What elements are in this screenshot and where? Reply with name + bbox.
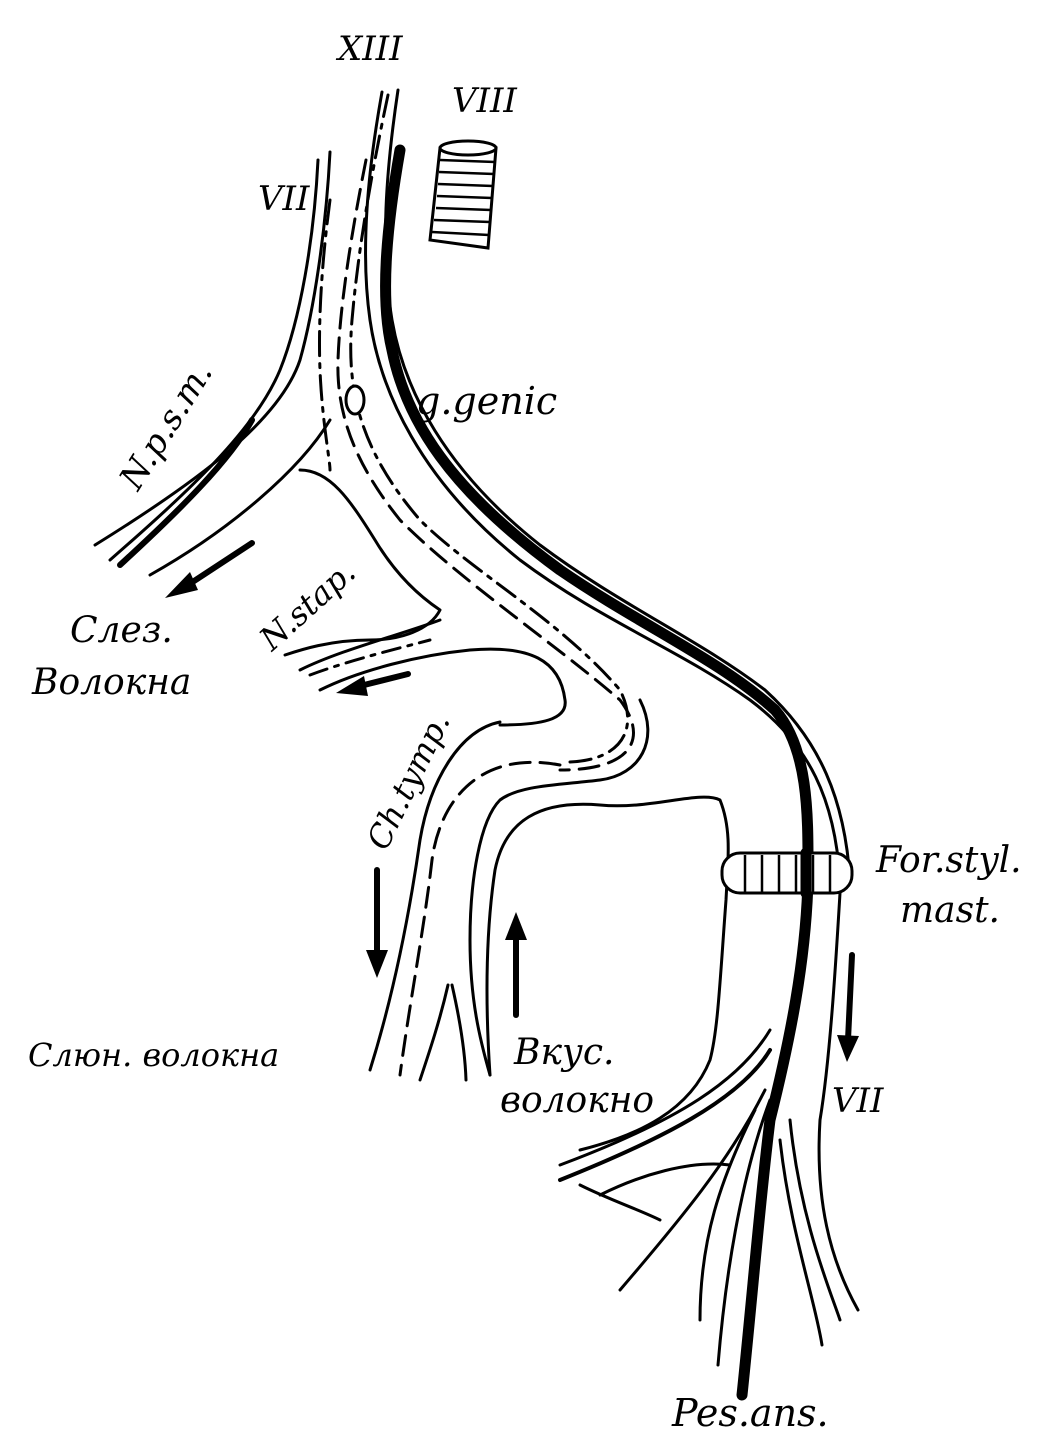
motor-arrow — [837, 952, 859, 1062]
secretory-fibers — [318, 93, 635, 1077]
taste-fiber-loop — [485, 795, 730, 1152]
label-n-stap: N.stap. — [251, 553, 363, 659]
label-n-psm: N.p.s.m. — [111, 355, 221, 498]
labels: XIII VIII VII N.p.s.m. g.genic Слез. Вол… — [28, 29, 1022, 1435]
label-taste-fiber-line2: волокно — [500, 1080, 654, 1121]
label-nerve-vii-top: VII — [258, 179, 310, 219]
motor-fiber — [380, 144, 814, 1401]
chorda-tympani — [368, 698, 650, 1082]
label-pes-anserinus: Pes.ans. — [671, 1391, 829, 1435]
n-psm-branch — [108, 158, 332, 577]
label-nerve-vii-bottom: VII — [832, 1081, 884, 1121]
salivary-arrow — [366, 867, 388, 978]
label-stylomastoid-foramen-line1: For.styl. — [875, 840, 1022, 881]
label-taste-fiber-line1: Вкус. — [513, 1032, 614, 1073]
n-stap-loop — [283, 468, 567, 727]
stylomastoid-foramen-ring — [720, 847, 854, 899]
taste-arrow — [505, 912, 527, 1018]
label-nerve-viii: VIII — [452, 81, 517, 121]
label-salivary-fibers: Слюн. волокна — [28, 1036, 279, 1074]
label-lacrimal-fibers-line2: Волокна — [31, 662, 191, 703]
label-chorda-tympani: Ch.tymp. — [359, 707, 458, 856]
label-nerve-xiii: XIII — [335, 29, 403, 69]
geniculate-ganglion — [344, 384, 366, 416]
stapedial-arrow — [336, 671, 411, 696]
nerve-viii-cylinder — [428, 139, 498, 250]
lacrimal-arrow — [165, 540, 255, 598]
pes-anserinus-branches — [558, 891, 860, 1367]
label-stylomastoid-foramen-line2: mast. — [900, 890, 1000, 931]
label-geniculate-ganglion: g.genic — [416, 379, 557, 423]
label-lacrimal-fibers-line1: Слез. — [70, 610, 173, 651]
